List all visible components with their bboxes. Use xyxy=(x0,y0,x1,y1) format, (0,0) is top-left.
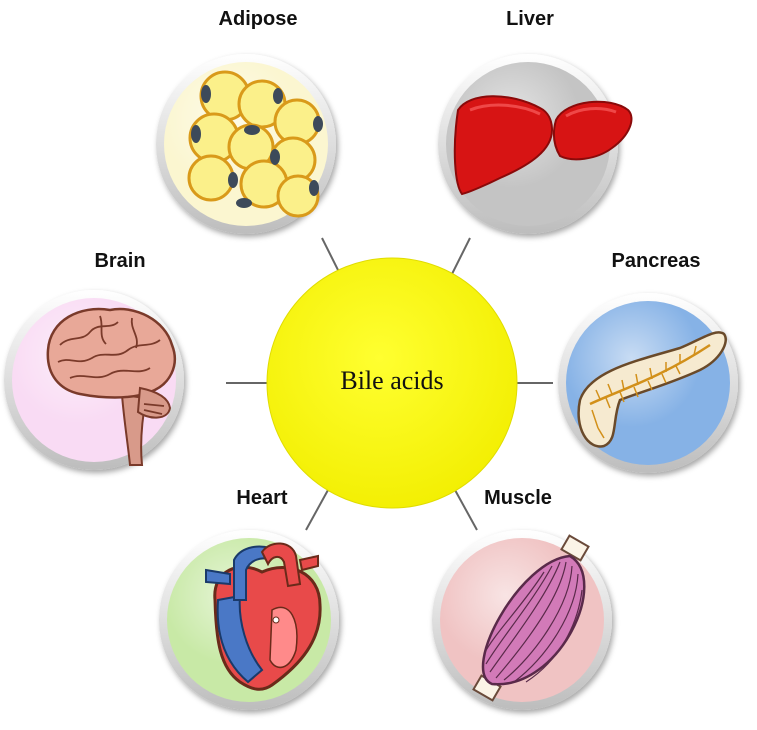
label-liver: Liver xyxy=(506,8,554,31)
label-adipose: Adipose xyxy=(219,8,298,31)
connector-heart xyxy=(306,490,328,530)
label-heart: Heart xyxy=(236,487,287,510)
connector-muscle xyxy=(455,490,477,530)
label-pancreas: Pancreas xyxy=(612,250,701,273)
label-brain: Brain xyxy=(94,250,145,273)
label-muscle: Muscle xyxy=(484,487,552,510)
connector-liver xyxy=(450,238,470,278)
center-label: Bile acids xyxy=(340,366,443,396)
